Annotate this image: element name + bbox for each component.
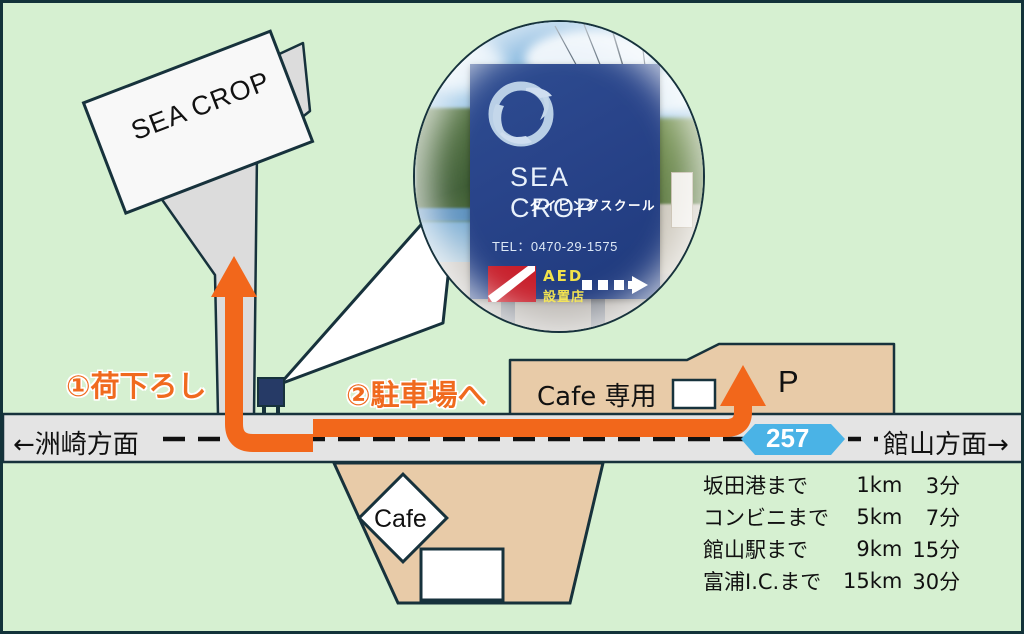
table-row: コンビニまで 5km 7分 [703, 501, 960, 533]
distance-place: 坂田港まで [703, 474, 808, 498]
table-row: 富浦I.C.まで 15km 30分 [703, 565, 960, 597]
route-1-arrow [225, 280, 313, 452]
road-direction-right: 館山方面→ [883, 430, 1009, 460]
route-1-arrowhead [211, 256, 257, 297]
distance-km: 9km [856, 537, 903, 561]
photo-sign-tel: TEL：0470-29-1575 [492, 239, 618, 254]
seacrop-building [81, 29, 315, 215]
map-shapes-layer [3, 29, 1021, 605]
dive-flag-icon [488, 266, 536, 302]
signpost-icon [257, 377, 285, 415]
aed-label: AED [543, 267, 584, 285]
distance-km: 1km [856, 473, 903, 497]
route-1-label: ①荷下ろし [66, 371, 207, 403]
cafe-building-label: Cafe [374, 505, 427, 533]
cafe-building-diamond [357, 472, 449, 564]
table-row: 館山駅まで 9km 15分 [703, 533, 960, 565]
photo-far-sign [671, 172, 693, 228]
route-number-257: 257 [766, 423, 810, 453]
distance-place: 館山駅まで [703, 538, 808, 562]
arrow-right-icon [582, 276, 648, 294]
distance-minutes: 3分 [925, 474, 961, 498]
route-2-arrowhead [720, 365, 766, 406]
distance-place: コンビニまで [703, 506, 829, 530]
road-direction-left: ←洲崎方面 [13, 430, 139, 460]
route-2-arrow [313, 395, 752, 437]
distance-table-body: 坂田港まで 1km 3分 コンビニまで 5km 7分 館山駅まで 9km 15分… [703, 469, 960, 597]
photo-signboard: SEA CROP ダイビングスクール TEL：0470-29-1575 AED … [470, 64, 660, 305]
cafe-reserved-label: Cafe 専用 [537, 382, 657, 412]
distance-place: 富浦I.C.まで [703, 570, 822, 594]
signboard-photo-callout: SEA CROP ダイビングスクール TEL：0470-29-1575 AED … [413, 20, 705, 333]
photo-sign-post-right [591, 292, 605, 331]
route-2-label: ②駐車場へ [346, 380, 487, 412]
distance-minutes: 30分 [912, 570, 961, 594]
dolphin-circle-logo [488, 81, 554, 147]
cafe-annex-box [419, 547, 505, 602]
table-row: 坂田港まで 1km 3分 [703, 469, 960, 501]
distance-table: 坂田港まで 1km 3分 コンビニまで 5km 7分 館山駅まで 9km 15分… [703, 469, 960, 597]
photo-sign-title: SEA CROP [510, 162, 597, 223]
parking-stall-box [671, 378, 717, 410]
distance-km: 5km [856, 505, 903, 529]
route-257-badge-shape [741, 424, 845, 455]
photo-vignette [415, 22, 703, 331]
aed-sub-label: 設置店 [543, 290, 586, 305]
distance-minutes: 7分 [925, 506, 961, 530]
photo-sign-subtitle: ダイビングスクール [530, 198, 657, 213]
parking-label: P [778, 364, 799, 399]
distance-km: 15km [843, 569, 903, 593]
distance-minutes: 15分 [912, 538, 961, 562]
